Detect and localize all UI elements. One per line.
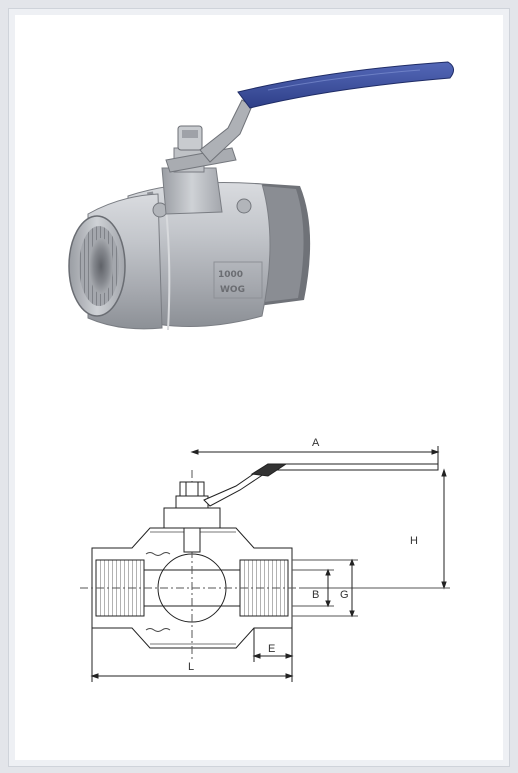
stem-boss xyxy=(161,167,223,215)
dimension-label-e: E xyxy=(268,643,275,655)
blue-handle-grip xyxy=(237,61,454,109)
dimension-label-b: B xyxy=(312,589,319,601)
dimension-label-a: A xyxy=(312,437,320,449)
dimension-label-l: L xyxy=(188,661,194,673)
dimension-label-g: G xyxy=(340,589,349,601)
drawing-stem-nut xyxy=(179,481,205,497)
marking-line-1: 1000 xyxy=(218,270,243,280)
drawing-handle xyxy=(203,463,439,507)
dimension-drawing xyxy=(80,446,450,682)
ball-valve-photo: 1000 WOG xyxy=(68,61,454,331)
dimension-label-h: H xyxy=(410,535,418,547)
marking-line-2: WOG xyxy=(220,285,245,295)
body-bolt-right xyxy=(236,198,252,214)
